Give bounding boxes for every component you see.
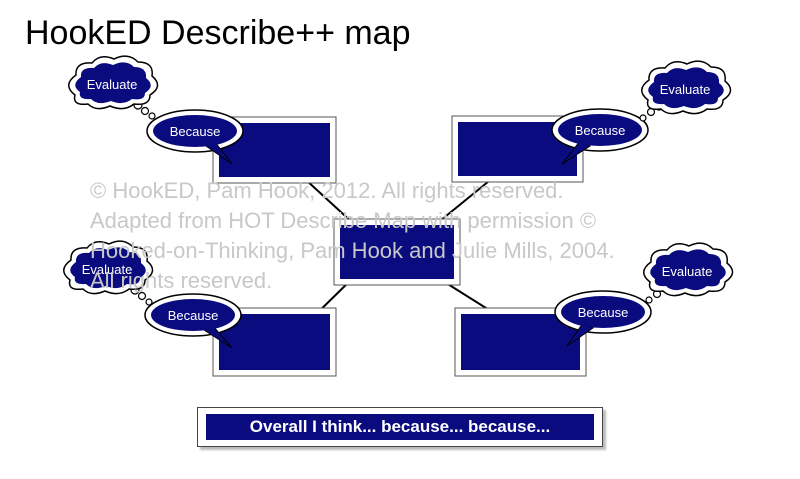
evaluate-cloud-bottom-right[interactable]: Evaluate: [643, 242, 734, 297]
because-label: Because: [168, 308, 219, 323]
page-title: HookED Describe++ map: [25, 14, 411, 52]
because-label: Because: [170, 124, 221, 139]
evaluate-label: Evaluate: [82, 262, 133, 277]
evaluate-label: Evaluate: [662, 264, 713, 279]
describe-box-bottom-right[interactable]: [454, 307, 587, 377]
because-bubble-top-left[interactable]: Because: [146, 109, 244, 165]
evaluate-cloud-top-right[interactable]: Evaluate: [641, 60, 732, 115]
because-bubble-top-right[interactable]: Because: [551, 108, 649, 165]
overall-banner[interactable]: Overall I think... because... because...: [197, 407, 603, 447]
because-label: Because: [578, 305, 629, 320]
because-label: Because: [575, 123, 626, 138]
evaluate-label: Evaluate: [87, 77, 138, 92]
evaluate-label: Evaluate: [660, 82, 711, 97]
because-bubble-bottom-right[interactable]: Because: [554, 290, 652, 347]
because-bubble-bottom-left[interactable]: Because: [144, 293, 242, 349]
evaluate-cloud-bottom-left[interactable]: Evaluate: [63, 240, 154, 295]
describe-box-top-right[interactable]: [451, 115, 584, 183]
overall-text: Overall I think... because... because...: [206, 414, 594, 440]
evaluate-cloud-top-left[interactable]: Evaluate: [68, 55, 159, 110]
center-box[interactable]: [333, 218, 461, 286]
